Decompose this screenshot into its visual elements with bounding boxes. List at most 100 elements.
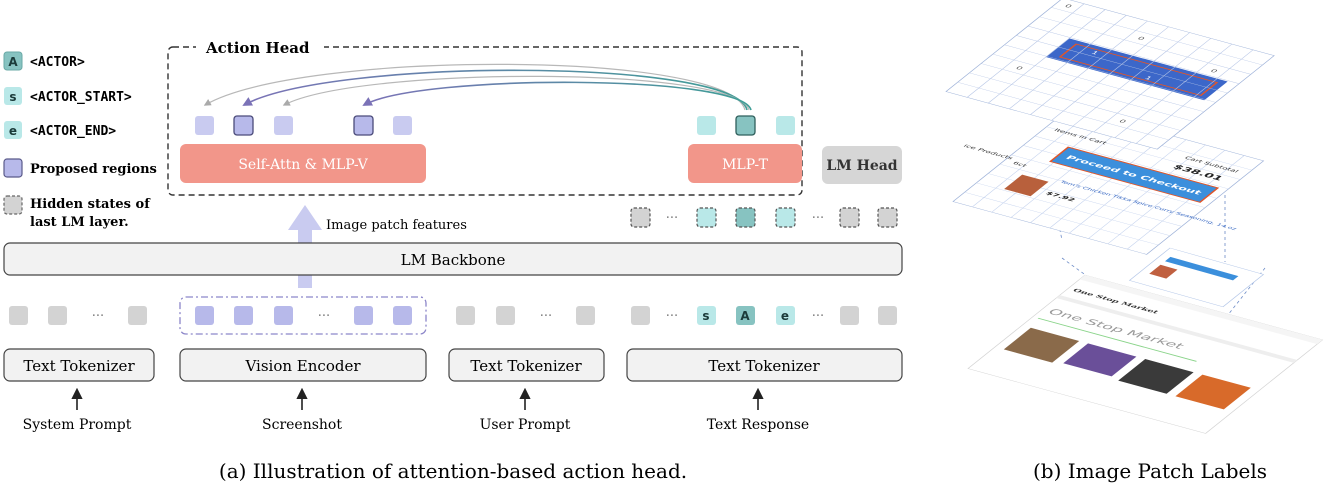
action-head-frame [167, 46, 803, 196]
start-token-glyph: s [702, 309, 709, 323]
product-image-4 [1175, 374, 1251, 410]
hidden-states-row: ··· ··· [630, 207, 898, 228]
self-attn-mlp-v-label: Self-Attn & MLP-V [238, 157, 368, 173]
vision-token-group [179, 296, 427, 335]
patch-token [393, 116, 412, 135]
legend-end-swatch [4, 121, 22, 139]
end-token-head [776, 116, 795, 135]
patch-grid-target-outline [1058, 43, 1219, 97]
products-label: ice Products [962, 144, 1015, 161]
text-token [128, 306, 147, 325]
nav-bar [1056, 295, 1298, 363]
legend: A <ACTOR> s <ACTOR_START> e <ACTOR_END> … [3, 51, 157, 230]
patch-one-label: 1 [1143, 75, 1154, 81]
mlp-t-label: MLP-T [722, 157, 769, 173]
cart-panel: Cart Subtotal $38.01 Proceed to Checkout… [952, 107, 1265, 255]
vision-token [195, 306, 214, 325]
actor-token-glyph: A [740, 309, 750, 323]
cart-popup-bg [1128, 247, 1265, 308]
legend-actor-glyph: A [8, 55, 18, 69]
legend-hidden-label-1: Hidden states of [30, 197, 151, 212]
legend-start-label: <ACTOR_START> [30, 90, 132, 105]
action-head-title-bg [196, 38, 324, 56]
item-thumbnail [1004, 174, 1049, 197]
cart-popup [1128, 247, 1265, 308]
lm-backbone-label: LM Backbone [401, 251, 506, 269]
region-token [353, 115, 374, 136]
green-strip [1037, 317, 1197, 362]
cart-popup-checkout [1164, 256, 1239, 281]
patch-grid-positive-region [1045, 38, 1228, 101]
product-image-1 [1003, 327, 1080, 363]
ellipsis: ··· [540, 309, 552, 324]
legend-end-label: <ACTOR_END> [30, 124, 116, 139]
attention-arc-4 [362, 81, 752, 111]
screenshot-header-bar [1079, 275, 1323, 345]
lm-head-label: LM Head [826, 158, 897, 174]
patch-zero-label: 0 [1014, 65, 1025, 71]
user-prompt-label: User Prompt [480, 417, 571, 433]
end-token [776, 306, 795, 325]
legend-actor-label: <ACTOR> [30, 55, 85, 70]
legend-regions-swatch [3, 158, 23, 178]
text-token [9, 306, 28, 325]
text-token [631, 306, 650, 325]
legend-start-swatch [4, 87, 22, 105]
hidden-state-end [775, 207, 796, 228]
mlp-t-block [688, 144, 802, 183]
caption-b: (b) Image Patch Labels [1033, 459, 1267, 483]
legend-start-glyph: s [9, 90, 16, 104]
text-tokenizer-2-label: Text Tokenizer [470, 357, 582, 375]
vision-token [354, 306, 373, 325]
vision-token [234, 306, 253, 325]
patch-zero-label: 0 [1136, 36, 1147, 42]
ellipsis: ··· [666, 211, 678, 226]
vision-encoder-block [179, 348, 427, 382]
text-tokenizer-3-label: Text Tokenizer [708, 357, 820, 375]
vision-token [393, 306, 412, 325]
lm-head-block [822, 146, 902, 184]
action-head-title: Action Head [205, 39, 310, 57]
text-tokenizer-1-block [3, 348, 155, 382]
patch-grid-lines [957, 3, 1263, 144]
text-tokenizer-2-block [448, 348, 605, 382]
system-prompt-label: System Prompt [23, 417, 132, 433]
text-token [878, 306, 897, 325]
hidden-state [630, 207, 651, 228]
text-token [48, 306, 67, 325]
caption-a: (a) Illustration of attention-based acti… [219, 459, 687, 483]
legend-actor-swatch [3, 51, 23, 71]
patch-label-illustration: One Stop Market One Stop Market [945, 0, 1324, 434]
patch-token [195, 116, 214, 135]
ellipsis: ··· [812, 211, 824, 226]
region-token [233, 115, 254, 136]
hidden-state-actor [735, 207, 756, 228]
text-tokenizer-1-label: Text Tokenizer [23, 357, 135, 375]
actor-token-head [735, 115, 756, 136]
vision-encoder-label: Vision Encoder [244, 357, 361, 375]
patch-zero-label: 0 [1063, 3, 1074, 9]
ellipsis: ··· [92, 309, 104, 324]
attention-arc-3 [282, 75, 750, 111]
text-token [840, 306, 859, 325]
start-token [697, 306, 716, 325]
screenshot-page: One Stop Market One Stop Market [967, 274, 1324, 434]
vision-token [274, 306, 293, 325]
action-head: Action Head Self-Attn & MLP-V MLP-T [167, 38, 803, 196]
legend-regions-label: Proposed regions [30, 162, 157, 177]
patch-zero-label: 0 [1117, 118, 1128, 124]
patch-token [274, 116, 293, 135]
hidden-state-start [696, 207, 717, 228]
text-response-label: Text Response [707, 417, 809, 433]
text-tokenizer-3-block [626, 348, 903, 382]
ellipsis: ··· [318, 309, 330, 324]
text-token [456, 306, 475, 325]
attention-arc-1 [203, 63, 746, 111]
legend-hidden-swatch [3, 195, 23, 215]
text-token [576, 306, 595, 325]
item-price: $7.92 [1044, 191, 1077, 203]
cart-grid [964, 113, 1253, 250]
legend-hidden-label-2: last LM layer. [30, 215, 129, 230]
encoder-row: Text Tokenizer Vision Encoder Text Token… [3, 348, 903, 382]
